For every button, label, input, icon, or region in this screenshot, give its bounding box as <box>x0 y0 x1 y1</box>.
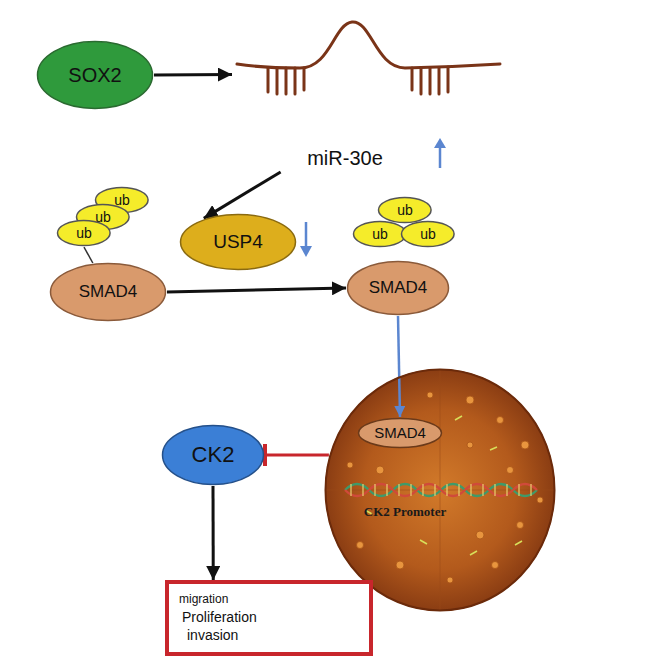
node-label: SOX2 <box>68 64 121 87</box>
ellipse-outline <box>348 262 449 315</box>
node-label: CK2 <box>192 442 235 467</box>
translocation-arrow <box>398 316 400 417</box>
dna-helix <box>345 484 537 496</box>
deubiquitination-arrow <box>167 288 346 292</box>
ellipse-outline <box>51 264 166 321</box>
ellipse-outline <box>38 42 153 109</box>
increase-arrow <box>434 138 446 168</box>
protein-ellipse: SMAD4 <box>49 262 167 322</box>
ellipse-outline <box>58 220 111 245</box>
ellipse-outline <box>181 215 296 270</box>
node-label: miR-30e <box>307 147 383 170</box>
protein-ellipse: SOX2 <box>36 40 154 110</box>
node-label: SMAD4 <box>374 424 426 441</box>
inhibition-line <box>265 453 329 456</box>
ellipse-outline <box>326 370 555 611</box>
node-label: SMAD4 <box>79 282 138 302</box>
nucleus: CK2 Promoter SMAD4 <box>324 368 556 612</box>
activation-arrow <box>212 486 215 580</box>
nucleus-illustration <box>325 369 555 611</box>
outcome-box: migrationProliferationinvasion <box>165 580 373 656</box>
node-label: ub <box>95 209 111 225</box>
node-label: ub <box>397 202 413 218</box>
outcome-text: Proliferation <box>182 608 257 626</box>
protein-ellipse: SMAD4 <box>357 417 443 449</box>
node-label: ub <box>372 226 388 242</box>
activation-arrow <box>204 172 281 218</box>
ubiquitin-tag: ub <box>352 220 408 248</box>
mirna-label: miR-30e <box>232 22 502 172</box>
node-label: ub <box>114 192 130 208</box>
outcome-text: migration <box>179 592 228 608</box>
node-label: CK2 Promoter <box>364 504 446 520</box>
node-label: USP4 <box>213 231 263 253</box>
node-label: SMAD4 <box>369 278 428 298</box>
nucleus-outline <box>324 368 556 612</box>
kinase-ellipse: CK2 <box>161 424 265 486</box>
mirna-hairpin <box>237 22 500 94</box>
ellipse-outline <box>359 419 442 448</box>
activation-arrow <box>154 73 232 77</box>
ellipse-outline <box>402 221 455 246</box>
node-label: ub <box>420 226 436 242</box>
ubiquitin-link <box>84 247 93 263</box>
outcome-text: invasion <box>187 626 238 644</box>
ubiquitin-tag: ub <box>377 196 433 224</box>
decrease-arrow <box>300 222 312 257</box>
ellipse-outline <box>163 426 264 485</box>
ubiquitin-tag: ub <box>400 220 456 248</box>
node-label: ub <box>76 225 92 241</box>
protein-ellipse: USP4 <box>179 213 297 271</box>
protein-ellipse: SMAD4 <box>346 260 450 316</box>
ellipse-outline <box>379 197 432 222</box>
ellipse-outline <box>354 221 407 246</box>
